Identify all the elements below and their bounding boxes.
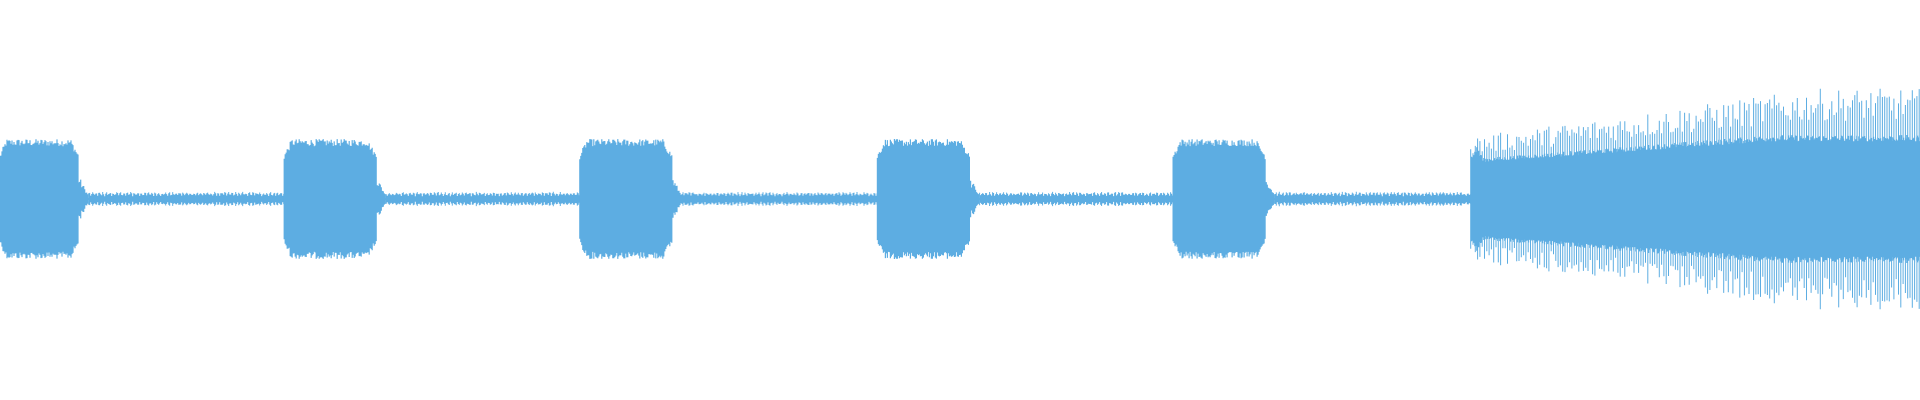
- waveform-segment-tone: [1265, 191, 1471, 207]
- waveform-segment-burst: [0, 139, 89, 259]
- burst-shape: [283, 139, 386, 259]
- waveform-group: [0, 88, 1920, 310]
- waveform-segment-rise: [1470, 88, 1920, 310]
- waveform-segment-tone: [376, 191, 580, 207]
- burst-shape: [1172, 139, 1275, 259]
- burst-shape: [0, 139, 89, 259]
- burst-shape: [876, 139, 980, 259]
- waveform-segment-burst: [283, 139, 386, 259]
- waveform-segment-burst: [1172, 139, 1275, 259]
- waveform-segment-tone: [969, 191, 1174, 207]
- waveform-segment-tone: [672, 192, 878, 206]
- waveform-segment-burst: [579, 139, 682, 259]
- burst-shape: [579, 139, 682, 259]
- waveform-segment-burst: [876, 139, 980, 259]
- waveform-segment-tone: [78, 191, 285, 207]
- rise-shape: [1470, 88, 1920, 310]
